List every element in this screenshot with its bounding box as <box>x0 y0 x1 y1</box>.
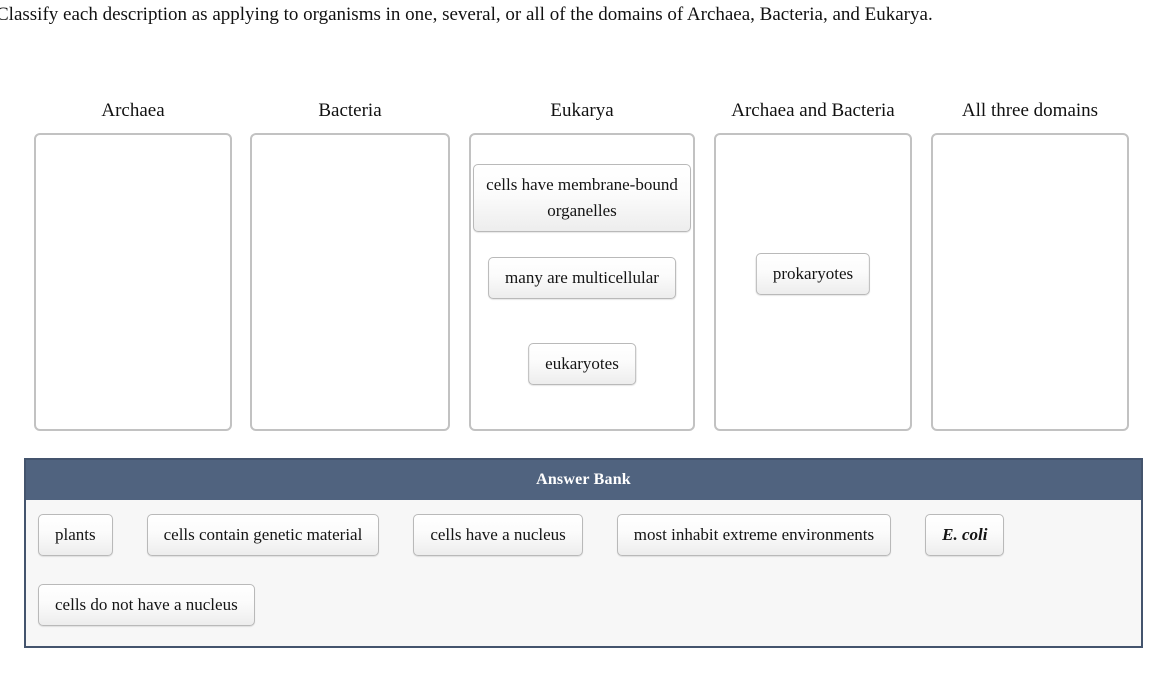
answer-bank-row: plants cells contain genetic material ce… <box>38 514 1129 556</box>
category-title-archaea: Archaea <box>101 100 165 121</box>
dropzone-archaea-and-bacteria[interactable]: prokaryotes <box>714 133 912 431</box>
placed-tile[interactable]: cells have membrane-bound organelles <box>473 164 691 232</box>
answer-tile[interactable]: cells do not have a nucleus <box>38 584 255 626</box>
answer-bank-body[interactable]: plants cells contain genetic material ce… <box>26 500 1141 646</box>
dropzone-bacteria[interactable] <box>250 133 450 431</box>
placed-tile[interactable]: many are multicellular <box>488 257 676 299</box>
dropzone-archaea[interactable] <box>34 133 232 431</box>
category-column-archaea-and-bacteria: Archaea and Bacteria prokaryotes <box>714 100 912 431</box>
answer-tile[interactable]: cells have a nucleus <box>413 514 583 556</box>
category-column-all-three-domains: All three domains <box>931 100 1129 431</box>
answer-bank: Answer Bank plants cells contain genetic… <box>24 458 1143 648</box>
category-title-all-three-domains: All three domains <box>961 100 1099 121</box>
answer-tile[interactable]: most inhabit extreme environments <box>616 514 892 556</box>
answer-bank-row: cells do not have a nucleus <box>38 584 1129 626</box>
answer-tile[interactable]: plants <box>38 514 113 556</box>
answer-bank-header: Answer Bank <box>26 460 1141 500</box>
dropzone-eukarya[interactable]: cells have membrane-bound organelles man… <box>469 133 695 431</box>
question-prompt: Classify each description as applying to… <box>0 4 933 25</box>
category-column-archaea: Archaea <box>34 100 232 431</box>
dropzone-all-three-domains[interactable] <box>931 133 1129 431</box>
placed-tile[interactable]: eukaryotes <box>528 343 636 385</box>
answer-tile[interactable]: E. coli <box>925 514 1005 556</box>
category-columns: Archaea Bacteria Eukarya cells have memb… <box>0 100 1159 440</box>
category-column-eukarya: Eukarya cells have membrane-bound organe… <box>469 100 695 431</box>
category-column-bacteria: Bacteria <box>250 100 450 431</box>
answer-tile[interactable]: cells contain genetic material <box>146 514 380 556</box>
placed-tile[interactable]: prokaryotes <box>755 253 871 295</box>
category-title-eukarya: Eukarya <box>550 100 614 121</box>
category-title-archaea-and-bacteria: Archaea and Bacteria <box>731 100 895 121</box>
category-title-bacteria: Bacteria <box>318 100 382 121</box>
